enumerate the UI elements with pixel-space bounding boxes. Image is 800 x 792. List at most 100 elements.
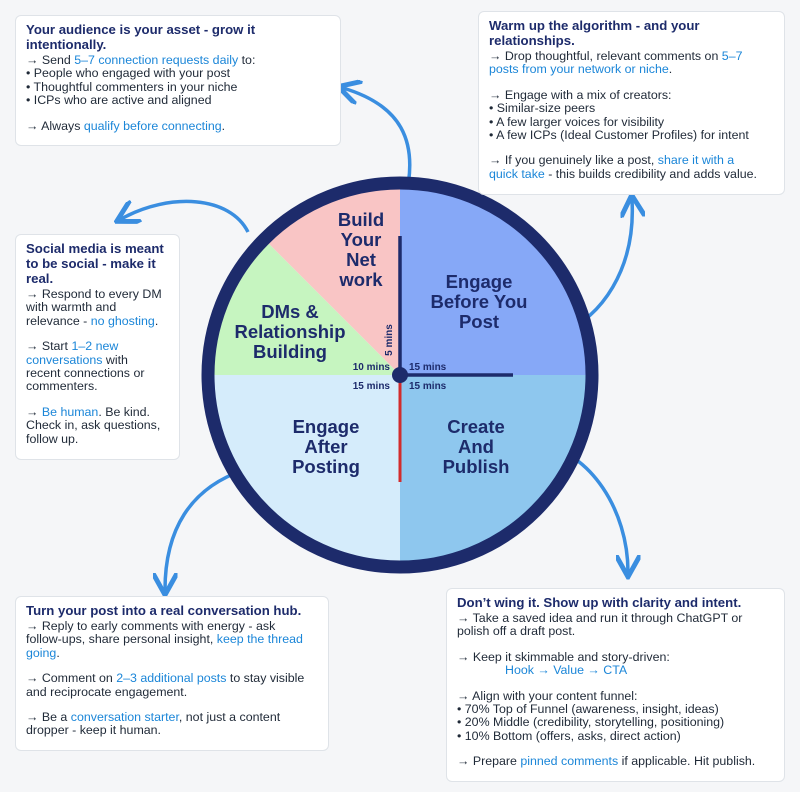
card-line: conversations with — [26, 352, 169, 367]
card-line: → Respond to every DM — [26, 287, 162, 301]
card-line: → Take a saved idea and run it through C… — [457, 611, 743, 625]
segment-label-build-line: Net — [346, 249, 376, 270]
card-title-line: relationships. — [489, 33, 575, 48]
segment-label-dms-line: Relationship — [234, 321, 345, 342]
card-line: • A few ICPs (Ideal Customer Profiles) f… — [489, 128, 749, 143]
card-title-line: Warm up the algorithm - and your — [489, 18, 700, 33]
segment-dms-relationship — [214, 243, 400, 375]
card-line: polish off a draft post. — [457, 624, 576, 639]
text: → — [26, 404, 42, 419]
card-title-line: Social media is meant — [26, 241, 164, 256]
card-line: going. — [26, 645, 318, 660]
segment-label-engage-after-line: After — [304, 436, 347, 457]
highlight-text: keep the thread — [216, 632, 303, 647]
text: → Be a — [26, 710, 71, 725]
card-title: Warm up the algorithm - and your relatio… — [489, 18, 774, 48]
card-title-line: to be social - make it — [26, 256, 156, 271]
card-line: • A few larger voices for visibility — [489, 114, 665, 129]
text: → If you genuinely like a post, — [489, 153, 658, 168]
segment-label-engage-after: Engage After Posting — [292, 416, 360, 477]
arrow-engage-after-to-card — [165, 468, 245, 590]
segment-label-build-line: Your — [341, 229, 382, 250]
segment-label-create-line: Create — [447, 416, 505, 437]
card-line: → Always qualify before connecting. — [26, 118, 330, 133]
highlight-text: conversations — [26, 352, 103, 367]
highlight-text: posts from your network or niche — [489, 62, 669, 77]
segment-label-dms: DMs & Relationship Building — [234, 301, 345, 362]
card-line: with warmth and — [26, 300, 117, 315]
highlight-text: conversation starter — [70, 710, 179, 725]
card-line: and reciprocate engagement. — [26, 684, 188, 699]
segment-create-and-publish — [400, 375, 586, 561]
segment-label-engage-after-line: Engage — [293, 416, 360, 437]
segment-label-engage-after-line: Posting — [292, 456, 360, 477]
segment-engage-after — [214, 375, 400, 561]
card-build-network: Your audience is your asset - grow it in… — [15, 15, 341, 146]
card-create-publish: Don’t wing it. Show up with clarity and … — [446, 588, 785, 782]
segment-label-engage-before: Engage Before You Post — [431, 271, 528, 332]
segment-label-build-line: Build — [338, 209, 384, 230]
card-line: → Reply to early comments with energy - … — [26, 619, 276, 633]
card-line: • 10% Bottom (offers, asks, direct actio… — [457, 728, 681, 743]
card-line: dropper - keep it human. — [26, 723, 161, 738]
card-line: • ICPs who are active and aligned — [26, 93, 212, 108]
text: . Be kind. — [98, 404, 150, 419]
card-line: → Prepare pinned comments if applicable.… — [457, 755, 774, 768]
time-label-left-top: 10 mins — [353, 362, 391, 373]
card-line: → Be human. Be kind. — [26, 404, 169, 419]
highlight-text: going — [26, 645, 57, 660]
time-label-right-bottom: 15 mins — [409, 381, 447, 392]
card-line: → Align with your content funnel: — [457, 688, 638, 703]
time-label-vertical: 5 mins — [384, 324, 395, 356]
highlight-text: 2–3 additional posts — [116, 671, 227, 686]
text: → Start — [26, 339, 72, 354]
highlight-text: Be human — [41, 404, 99, 419]
card-engage-after: Turn your post into a real conversation … — [15, 596, 329, 751]
segment-label-create-line: Publish — [443, 456, 510, 477]
card-title-line: Your audience is your asset - grow it — [26, 22, 256, 37]
wheel-rim — [201, 176, 599, 574]
card-line: → Send 5–7 connection requests daily to: — [26, 53, 330, 67]
card-line: posts from your network or niche. — [489, 63, 774, 76]
segment-label-build-line: work — [338, 269, 383, 290]
time-label-left-bottom: 15 mins — [353, 381, 391, 392]
card-title: Your audience is your asset - grow it in… — [26, 22, 330, 52]
segment-label-create-line: And — [458, 436, 494, 457]
card-line: follow up. — [26, 431, 79, 446]
text: → Comment on — [26, 671, 117, 686]
text: → Drop thoughtful, relevant comments on — [489, 49, 722, 63]
card-line: quick take - this builds credibility and… — [489, 166, 774, 181]
card-title-line: intentionally. — [26, 37, 107, 52]
card-engage-before: Warm up the algorithm - and your relatio… — [478, 11, 785, 195]
highlight-text: 1–2 new — [71, 339, 119, 354]
card-line: Check in, ask questions, — [26, 418, 161, 433]
text: follow-ups, share personal insight, — [26, 632, 217, 647]
text: → Prepare — [457, 754, 521, 769]
segment-label-dms-line: Building — [253, 341, 327, 362]
card-line: • Thoughtful commenters in your niche — [26, 79, 238, 94]
card-line: • Similar-size peers — [489, 101, 596, 116]
text: → Always — [26, 118, 84, 133]
hand-hub — [392, 367, 408, 383]
highlight-text: no ghosting — [90, 313, 155, 328]
card-line: → Start 1–2 new — [26, 340, 169, 353]
card-line: commenters. — [26, 379, 98, 394]
text: if applicable. Hit publish. — [618, 754, 756, 769]
card-line-formula: Hook → Value → CTA — [505, 663, 628, 678]
text: → Send — [26, 53, 75, 67]
card-line: relevance - no ghosting. — [26, 313, 169, 328]
card-title: Social media is meant to be social - mak… — [26, 241, 169, 286]
text: - this builds credibility and adds value… — [544, 166, 757, 181]
card-line: recent connections or — [26, 366, 145, 381]
card-line: → Drop thoughtful, relevant comments on … — [489, 49, 774, 63]
text: . — [221, 118, 226, 133]
text: with — [102, 352, 128, 367]
segment-build-your-network — [268, 189, 400, 375]
card-line: → If you genuinely like a post, share it… — [489, 154, 774, 167]
segment-label-create: Create And Publish — [443, 416, 510, 477]
highlight-text: share it with a — [657, 153, 735, 168]
card-line: → Engage with a mix of creators: — [489, 87, 672, 102]
card-title: Don’t wing it. Show up with clarity and … — [457, 595, 742, 610]
text: to stay visible — [226, 671, 305, 686]
